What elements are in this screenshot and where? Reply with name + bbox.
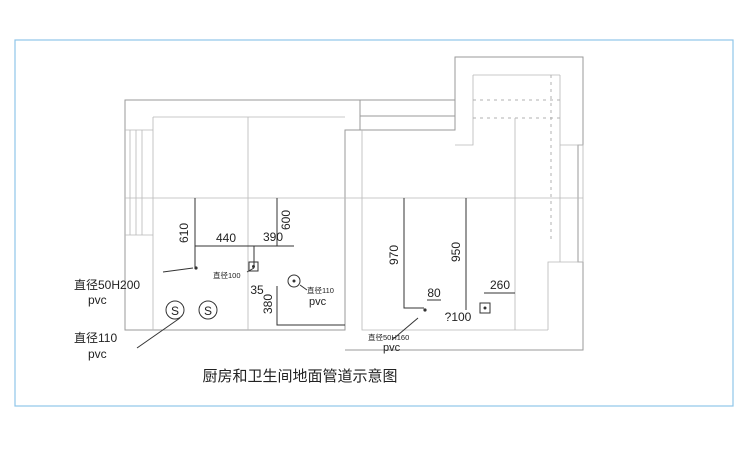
outer-frame — [14, 39, 734, 407]
pipe-100-box — [248, 261, 259, 272]
dim-line-380 — [276, 286, 345, 326]
bathroom-inner-wall — [361, 130, 548, 331]
bathroom-outer-wall — [345, 56, 584, 351]
kitchen-pipes: S S — [165, 261, 301, 320]
pipe-point-50h160 — [423, 308, 427, 312]
label-pvc-3: pvc — [309, 296, 327, 308]
dim-100: ?100 — [445, 310, 472, 324]
label-pipe-110-small: 直径110 — [307, 285, 334, 295]
dim-610: 610 — [177, 223, 191, 243]
dim-950: 950 — [449, 242, 463, 262]
bathroom-dimension-labels: 970 950 80 260 ?100 — [387, 242, 510, 324]
pipe-100-bath-box — [479, 302, 491, 314]
leader-50h160 — [391, 317, 419, 341]
bathroom-pipes — [423, 302, 491, 314]
drain-symbol-1 — [165, 300, 185, 320]
label-pipe-110-left: 直径110 — [74, 331, 117, 345]
dim-440: 440 — [216, 231, 236, 245]
leader-110-left — [136, 317, 181, 349]
leader-110-right — [299, 284, 308, 291]
diagram-title: 厨房和卫生间地面管道示意图 — [202, 367, 397, 385]
corridor-wall — [360, 99, 455, 117]
kitchen-pipe-labels: 直径50H200 pvc 直径110 pvc 直径100 直径110 pvc — [74, 270, 334, 361]
bathroom-pipe-labels: 直径50H160 pvc — [368, 332, 409, 354]
label-pvc-2: pvc — [88, 347, 107, 361]
kitchen-dimensions — [136, 198, 345, 349]
floor-plan-walls — [124, 56, 584, 351]
dim-380: 380 — [261, 294, 275, 314]
drain-symbol-2-label: S — [204, 304, 212, 318]
label-pipe-50h160: 直径50H160 — [368, 332, 409, 342]
dim-260: 260 — [490, 278, 510, 292]
dim-80: 80 — [427, 286, 441, 300]
dim-600: 600 — [279, 210, 293, 230]
label-pvc-4: pvc — [383, 342, 401, 354]
upper-room-inner-wall — [455, 74, 560, 146]
label-pipe-50h200: 直径50H200 — [74, 278, 140, 292]
kitchen-dimension-labels: 610 440 390 600 35 380 — [177, 210, 293, 314]
pipe-point-50h200 — [194, 266, 198, 270]
label-pvc-1: pvc — [88, 293, 107, 307]
left-window — [125, 129, 153, 236]
leader-50h200 — [162, 267, 194, 273]
leader-100 — [246, 267, 255, 273]
dim-970: 970 — [387, 245, 401, 265]
dim-35: 35 — [250, 283, 264, 297]
drain-symbol-2 — [198, 300, 218, 320]
right-wall-thickness — [560, 144, 584, 262]
pipe-110-circle — [287, 274, 301, 288]
bathroom-right-step — [547, 261, 583, 330]
pipe-100-bath-dot — [483, 306, 487, 310]
dim-390: 390 — [263, 230, 283, 244]
drain-symbol-1-label: S — [171, 304, 179, 318]
pipe-100-dot — [252, 265, 255, 268]
dim-line-970 — [403, 198, 424, 309]
label-pipe-100: 直径100 — [213, 270, 241, 280]
bathroom-dimensions — [391, 198, 515, 341]
pipe-110-dot — [292, 279, 296, 283]
